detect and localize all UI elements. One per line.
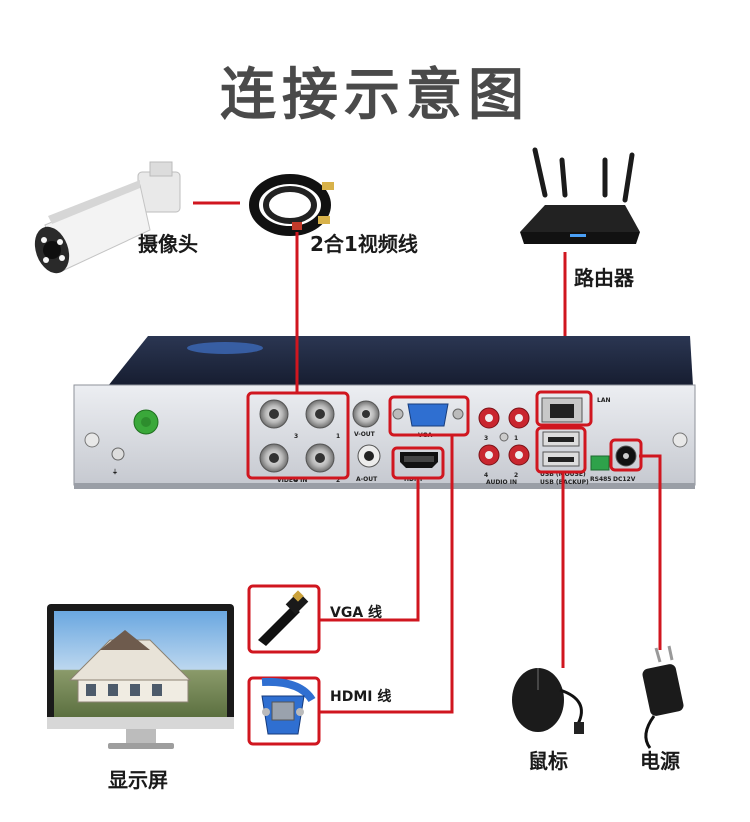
svg-text:⏚: ⏚ [112,469,118,476]
audio-number-2: 1 [514,435,518,442]
audio-number-4: 2 [514,472,518,479]
vga-cable-image [261,677,316,735]
v-out-label: V-OUT [354,431,376,438]
camera-label: 摄像头 [138,232,198,256]
power-adapter-image [642,645,684,749]
audio-in-ports [478,407,530,466]
cable-coil-image [249,174,334,236]
router-label: 路由器 [574,266,634,290]
connection-lines [295,232,662,714]
vga-cable-label: VGA 线 [330,605,383,621]
video-in-label: VIDEO IN [277,477,307,484]
monitor-image [47,604,234,749]
hdmi-cable-label: HDMI 线 [330,689,392,705]
audio-number-1: 3 [484,435,488,442]
camera-image [34,161,181,274]
dc12v-label: DC12V [613,476,636,483]
monitor-label: 显示屏 [108,768,168,792]
router-image [520,147,640,244]
hdmi-cable-image [258,590,309,646]
bnc-number-1: 3 [294,433,298,440]
usb-backup-label: USB (BACKUP) [540,479,589,486]
page-title: 连接示意图 [220,63,530,128]
bnc-number-4: 2 [336,477,340,484]
cable-label: 2合1视频线 [310,232,418,256]
bnc-number-2: 1 [336,433,340,440]
audio-in-label: AUDIO IN [486,479,517,486]
a-out-label: A-OUT [356,476,378,483]
audio-number-3: 4 [484,472,488,479]
dvr-device: ⏚ 3 1 4 2 VIDEO IN V-OUT A-OUT VGA [73,336,696,489]
lan-label: LAN [597,397,611,404]
bnc-ports [259,399,335,473]
mouse-image [512,668,584,734]
rs485-label: RS485 [590,476,611,483]
bnc-number-3: 4 [294,477,298,484]
mouse-label: 鼠标 [528,749,568,773]
power-label: 电源 [640,749,680,773]
